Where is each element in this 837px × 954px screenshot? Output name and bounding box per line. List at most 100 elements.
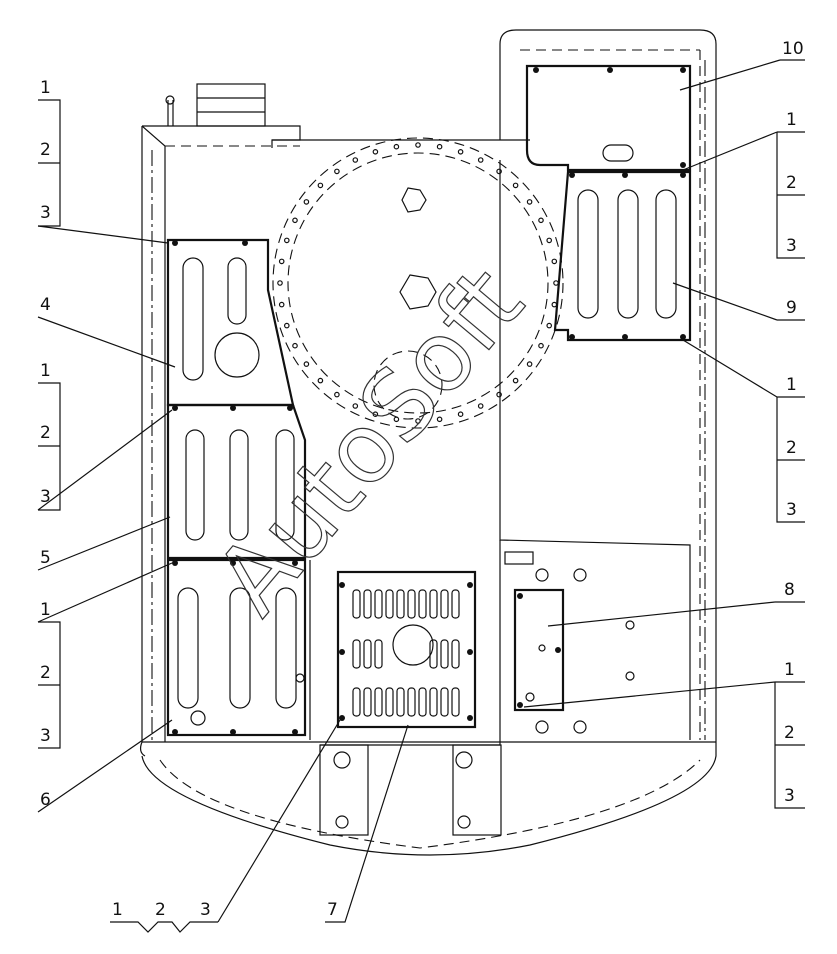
rim-hole (352, 157, 359, 163)
cover-panel-6 (166, 558, 307, 737)
callout-right1-1: 1 (786, 110, 797, 130)
rim-hole (538, 342, 544, 349)
grille-slot (352, 687, 361, 717)
grille-slot (363, 687, 372, 717)
callout-right3-1: 1 (784, 660, 795, 680)
grille-slot (429, 687, 438, 717)
callout-right2-1: 1 (786, 375, 797, 395)
rim-hole (303, 199, 310, 205)
rim-hole (551, 258, 558, 265)
callout-right2-2: 2 (786, 438, 797, 458)
rim-hole (283, 322, 290, 329)
rim-hole (526, 199, 533, 205)
grille-slot (451, 639, 460, 669)
rim-hole (415, 142, 421, 148)
callout-left2-1: 1 (40, 361, 51, 381)
callout-panel-9: 9 (786, 298, 797, 318)
rim-hole (512, 377, 519, 384)
callout-left3-3: 3 (40, 726, 51, 746)
callout-panel-5: 5 (40, 548, 51, 568)
rim-hole (303, 361, 310, 367)
grille-slot (374, 639, 383, 669)
callout-bottom-3: 3 (200, 900, 211, 920)
grille-slot (451, 589, 460, 619)
grille-slot (440, 687, 449, 717)
cover-panel-10 (525, 64, 692, 172)
callout-left3-1: 1 (40, 600, 51, 620)
rim-hole (496, 168, 502, 175)
grille-slot (363, 589, 372, 619)
grille-slot (396, 687, 405, 717)
rim-hole (457, 411, 464, 418)
grille-slot (352, 639, 361, 669)
grille-slot (363, 639, 372, 669)
rim-hole (334, 391, 340, 398)
rim-hole (415, 418, 421, 424)
rim-hole (457, 149, 464, 155)
grille-slot (429, 589, 438, 619)
leader-lines (37, 59, 805, 933)
cover-panel-9 (553, 170, 692, 342)
rim-hole (553, 280, 559, 286)
grille-slot (396, 589, 405, 619)
rim-hole (372, 411, 379, 418)
grille-slot (385, 589, 394, 619)
callout-right1-2: 2 (786, 173, 797, 193)
grille-slot (352, 589, 361, 619)
grille-slot (418, 589, 427, 619)
rim-hole (393, 416, 400, 423)
rim-hole (334, 168, 340, 175)
rim-hole (477, 157, 484, 163)
callout-panel-6: 6 (40, 790, 51, 810)
machine-frame (139, 29, 717, 856)
grille-slot (407, 687, 416, 717)
callout-left2-2: 2 (40, 423, 51, 443)
rim-hole (317, 182, 324, 189)
grille-slot (440, 589, 449, 619)
rim-hole (372, 149, 379, 155)
rim-hole (512, 182, 519, 189)
rim-hole (278, 258, 285, 265)
callout-panel-4: 4 (40, 295, 51, 315)
rim-hole (292, 217, 298, 224)
rim-hole (496, 391, 502, 398)
rim-hole (538, 217, 544, 224)
rim-hole (436, 416, 443, 423)
grille-slot (407, 589, 416, 619)
rim-hole (292, 342, 298, 349)
rim-hole (477, 403, 484, 409)
cover-panel-8 (513, 588, 565, 712)
cover-panel-5 (166, 403, 307, 560)
callout-left2-3: 3 (40, 487, 51, 507)
rim-hole (283, 237, 290, 244)
grille-slot (429, 639, 438, 669)
cover-panel-7 (336, 570, 477, 729)
rim-hole (546, 322, 553, 329)
rim-hole (546, 237, 553, 244)
grille-slot (440, 639, 449, 669)
callout-left1-2: 2 (40, 140, 51, 160)
grille-slot (374, 589, 383, 619)
callout-panel-8: 8 (784, 580, 795, 600)
callout-right1-3: 3 (786, 236, 797, 256)
rim-hole (551, 301, 558, 308)
cover-panel-4 (166, 238, 295, 407)
grille-slot (451, 687, 460, 717)
rim-hole (277, 280, 283, 286)
grille-slot (418, 687, 427, 717)
callout-labels: 1 2 3 4 1 2 3 5 1 2 3 6 1 2 3 7 10 1 2 3… (40, 39, 804, 920)
callout-bottom-1: 1 (112, 900, 123, 920)
rim-hole (436, 143, 443, 150)
rim-hole (526, 361, 533, 367)
callout-left1-1: 1 (40, 78, 51, 98)
callout-left1-3: 3 (40, 203, 51, 223)
callout-right3-3: 3 (784, 786, 795, 806)
drum (272, 137, 564, 429)
callout-right3-2: 2 (784, 723, 795, 743)
grille-slot (374, 687, 383, 717)
callout-right2-3: 3 (786, 500, 797, 520)
callout-panel-7: 7 (327, 900, 338, 920)
grille-slot (385, 687, 394, 717)
